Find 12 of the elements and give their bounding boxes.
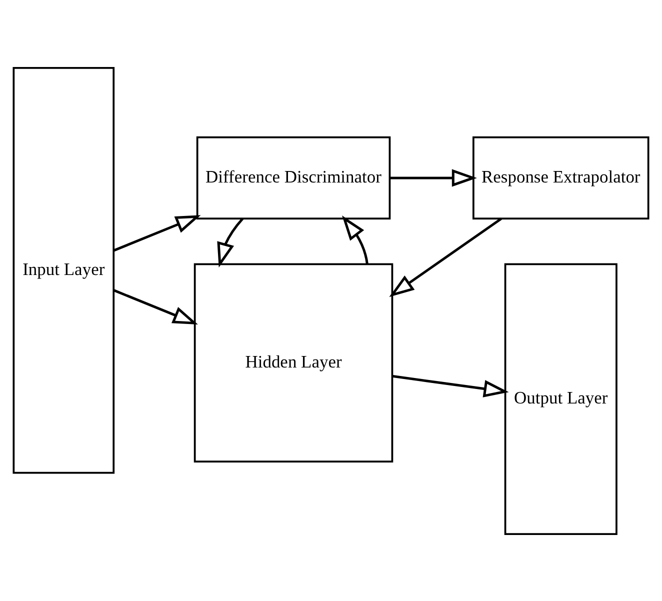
arrow [113, 214, 201, 252]
arrow [389, 217, 502, 296]
node-box: Difference Discriminator [196, 136, 391, 219]
node-box: Response Extrapolator [472, 136, 650, 219]
arrow [390, 168, 477, 186]
node-box: Output Layer [504, 262, 618, 534]
node-box: Hidden Layer [194, 262, 394, 462]
arrow [113, 288, 198, 324]
node-box: Input Layer [12, 66, 115, 474]
arrow [217, 217, 244, 268]
arrow [392, 374, 509, 397]
arrow [342, 215, 368, 264]
